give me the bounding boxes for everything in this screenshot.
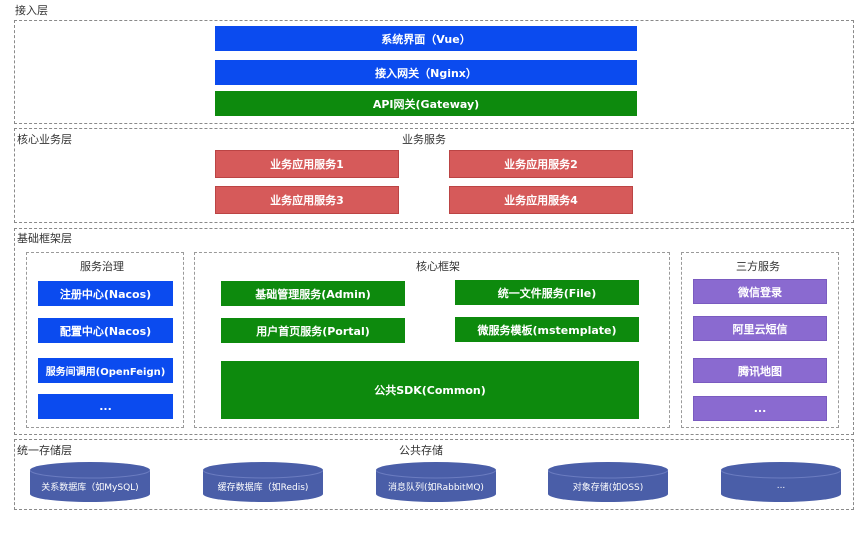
third-party-panel [681, 252, 839, 428]
public-storage-title: 公共存储 [399, 444, 443, 457]
access-layer-title: 接入层 [15, 4, 48, 17]
storage-more-label: ... [776, 481, 786, 491]
core-framework-panel [194, 252, 670, 428]
wechat-login-box: 微信登录 [693, 279, 827, 304]
storage-more-cylinder-shape [721, 462, 841, 502]
framework-layer [14, 228, 854, 435]
file-service-box: 统一文件服务(File) [455, 280, 639, 305]
core-business-layer-title: 核心业务层 [17, 133, 72, 146]
access-layer [14, 20, 854, 124]
admin-service-box: 基础管理服务(Admin) [221, 281, 405, 306]
storage-more-cylinder: ... [721, 462, 841, 502]
mysql-cylinder: 关系数据库（如MySQL) [30, 462, 150, 502]
mysql-cylinder-shape [30, 462, 150, 502]
portal-service-box: 用户首页服务(Portal) [221, 318, 405, 343]
nacos-registry-box: 注册中心(Nacos) [38, 281, 173, 306]
redis-cylinder-shape [203, 462, 323, 502]
common-sdk-box: 公共SDK(Common) [221, 361, 639, 419]
rabbitmq-label: 消息队列(如RabbitMQ) [388, 482, 484, 493]
nginx-gateway-box: 接入网关（Nginx） [215, 60, 637, 85]
business-service-2: 业务应用服务2 [449, 150, 633, 178]
business-services-title: 业务服务 [402, 133, 446, 146]
governance-panel [26, 252, 184, 428]
business-service-4: 业务应用服务4 [449, 186, 633, 214]
vue-ui-box: 系统界面（Vue） [215, 26, 637, 51]
tencent-map-box: 腾讯地图 [693, 358, 827, 383]
nacos-config-box: 配置中心(Nacos) [38, 318, 173, 343]
core-framework-title: 核心框架 [416, 260, 460, 273]
redis-cylinder: 缓存数据库（如Redis) [203, 462, 323, 502]
mysql-label: 关系数据库（如MySQL) [41, 482, 139, 493]
oss-label: 对象存储(如OSS) [572, 482, 644, 493]
business-service-1: 业务应用服务1 [215, 150, 399, 178]
third-party-more-box: ... [693, 396, 827, 421]
openfeign-box: 服务间调用(OpenFeign) [38, 358, 173, 383]
api-gateway-box: API网关(Gateway) [215, 91, 637, 116]
redis-label: 缓存数据库（如Redis) [217, 482, 309, 493]
rabbitmq-cylinder: 消息队列(如RabbitMQ) [376, 462, 496, 502]
core-business-layer [14, 128, 854, 223]
rabbitmq-cylinder-shape [376, 462, 496, 502]
third-party-title: 三方服务 [736, 260, 780, 273]
oss-cylinder: 对象存储(如OSS) [548, 462, 668, 502]
storage-layer-title: 统一存储层 [17, 444, 72, 457]
oss-cylinder-shape [548, 462, 668, 502]
business-service-3: 业务应用服务3 [215, 186, 399, 214]
storage-layer [14, 439, 854, 510]
governance-more-box: ... [38, 394, 173, 419]
mstemplate-box: 微服务模板(mstemplate) [455, 317, 639, 342]
aliyun-sms-box: 阿里云短信 [693, 316, 827, 341]
governance-title: 服务治理 [80, 260, 124, 273]
framework-layer-title: 基础框架层 [17, 232, 72, 245]
